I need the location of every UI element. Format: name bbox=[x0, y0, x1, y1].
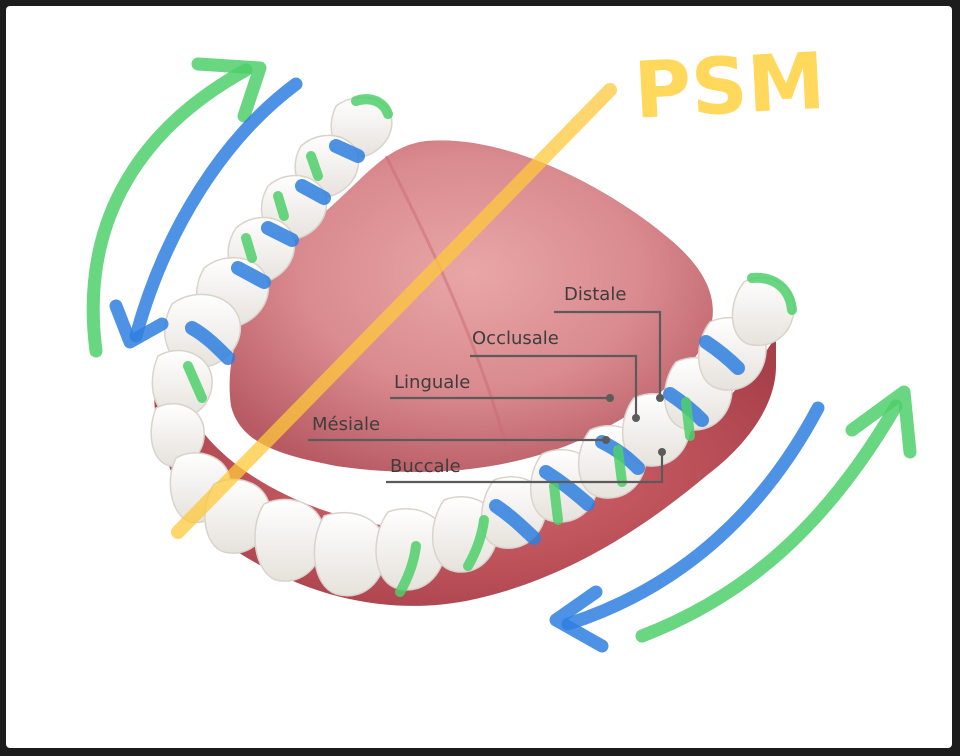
leader-buccale bbox=[386, 452, 664, 484]
psm-diagonal-line bbox=[171, 83, 617, 539]
tooth bbox=[151, 349, 213, 419]
blue-arrow-upper-left bbox=[129, 77, 303, 343]
leader-lines bbox=[308, 310, 666, 484]
rotation-arrow-lower-right bbox=[549, 385, 917, 653]
label-occlusale: Occlusale bbox=[472, 328, 559, 349]
label-buccale: Buccale bbox=[390, 456, 461, 477]
diagram-canvas: PSM Distale Occlusale Linguale Mésiale B… bbox=[6, 6, 952, 748]
tooth bbox=[313, 511, 387, 597]
green-arrow-upper-left bbox=[86, 63, 253, 358]
leader-distale bbox=[554, 310, 662, 398]
dental-arch-diagram: PSM Distale Occlusale Linguale Mésiale B… bbox=[86, 37, 917, 653]
tongue-midline bbox=[384, 155, 508, 447]
tooth bbox=[254, 498, 325, 582]
label-linguale: Linguale bbox=[394, 372, 470, 393]
label-distale: Distale bbox=[564, 284, 626, 305]
teeth-front-row bbox=[169, 452, 547, 597]
rotation-arrow-upper-left bbox=[86, 57, 303, 358]
leader-occlusale bbox=[470, 354, 638, 418]
blue-arrow-lower-right bbox=[561, 401, 825, 631]
label-mesiale: Mésiale bbox=[312, 414, 380, 435]
blue-highlights bbox=[185, 139, 745, 545]
green-arrow-lower-right bbox=[635, 399, 903, 643]
tongue bbox=[229, 140, 713, 472]
green-highlights bbox=[183, 94, 797, 597]
psm-title: PSM bbox=[632, 37, 827, 137]
